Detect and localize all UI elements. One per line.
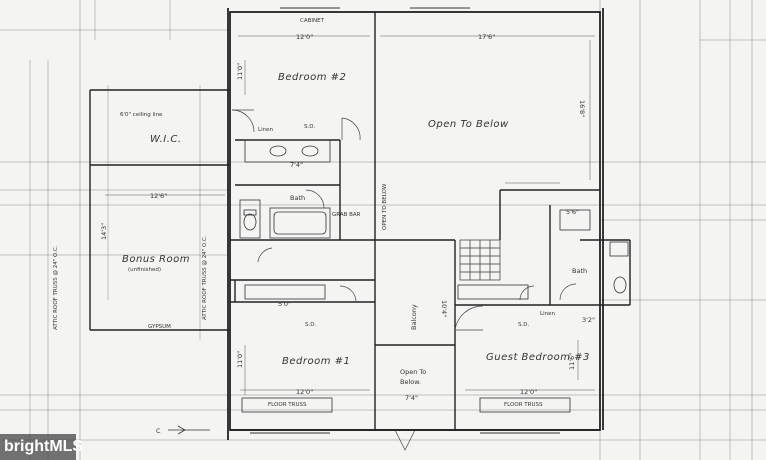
labels: Bedroom #2 Open To Below W.I.C. Bonus Ro…	[53, 18, 595, 435]
ceiling-line-note: 6'0" ceiling line	[120, 112, 163, 118]
floor-truss-note-left: FLOOR TRUSS	[268, 402, 307, 408]
dim-bed2-depth: 11'0"	[236, 63, 244, 80]
bedroom-1-label: Bedroom #1	[282, 356, 350, 367]
dim-balcony-length: 10'4"	[440, 300, 448, 317]
open-to-below-small-2: Below.	[400, 378, 421, 386]
door-swings	[231, 109, 577, 451]
guest-bedroom-3-label: Guest Bedroom #3	[486, 352, 590, 363]
bath-center-label: Bath	[290, 194, 305, 202]
dim-right-bath-width: 5'6"	[566, 208, 579, 216]
dim-bed2-width: 12'0"	[296, 33, 313, 41]
smoke-detector-guest: S.D.	[518, 322, 529, 328]
window-markers	[250, 7, 560, 434]
dim-open-width: 17'6"	[478, 33, 495, 41]
smoke-detector-left: S.D.	[304, 124, 315, 130]
linen-left-label: Linen	[258, 127, 273, 133]
dim-open-depth: 16'8"	[578, 100, 586, 117]
dim-small-2: 5'0"	[278, 300, 291, 308]
dim-guest-depth: 11'6"	[568, 353, 576, 370]
floor-truss-note-right: FLOOR TRUSS	[504, 402, 543, 408]
dim-bonus-depth: 14'3"	[100, 223, 108, 240]
bath-right-label: Bath	[572, 267, 587, 275]
stairs	[459, 239, 501, 281]
bedroom-2-label: Bedroom #2	[278, 72, 346, 83]
smoke-detector-bedroom1: S.D.	[305, 322, 316, 328]
open-to-below-label: Open To Below	[428, 119, 509, 130]
gypsum-note: GYPSUM	[148, 324, 171, 330]
center-bath-fixtures	[243, 139, 331, 239]
dim-small-3: 3'2"	[582, 316, 595, 324]
bonus-room-label: Bonus Room	[122, 254, 190, 265]
dim-wic-width: 12'6"	[150, 192, 167, 200]
section-marker-c: C	[156, 427, 161, 435]
dim-guest-width: 12'0"	[520, 388, 537, 396]
attic-truss-note-center: ATTIC ROOF TRUSS @ 24" O.C.	[202, 235, 208, 320]
dim-bath-width: 7'4"	[290, 161, 303, 169]
dim-bed1-width: 12'0"	[296, 388, 313, 396]
closets	[239, 199, 571, 413]
linen-right-label: Linen	[540, 311, 555, 317]
section-marker	[168, 425, 210, 435]
inner-walls	[89, 12, 631, 430]
right-bath-fixtures	[559, 209, 629, 294]
open-to-below-small-1: Open To	[400, 368, 426, 376]
watermark: brightMLS	[0, 434, 83, 460]
dimension-lines	[105, 35, 595, 395]
attic-truss-note-left: ATTIC ROOF TRUSS @ 24" O.C.	[53, 245, 59, 330]
open-to-below-vertical: OPEN TO BELOW	[382, 183, 388, 230]
bonus-room-note: (unfinished)	[128, 267, 161, 273]
cabinet-note: CABINET	[300, 18, 325, 24]
dim-bed1-depth: 11'0"	[236, 351, 244, 368]
wic-label: W.I.C.	[150, 134, 182, 145]
grab-bar-note: GRAB BAR	[332, 212, 361, 218]
dim-small-1: 7'4"	[405, 394, 418, 402]
balcony-label: Balcony	[410, 304, 418, 330]
